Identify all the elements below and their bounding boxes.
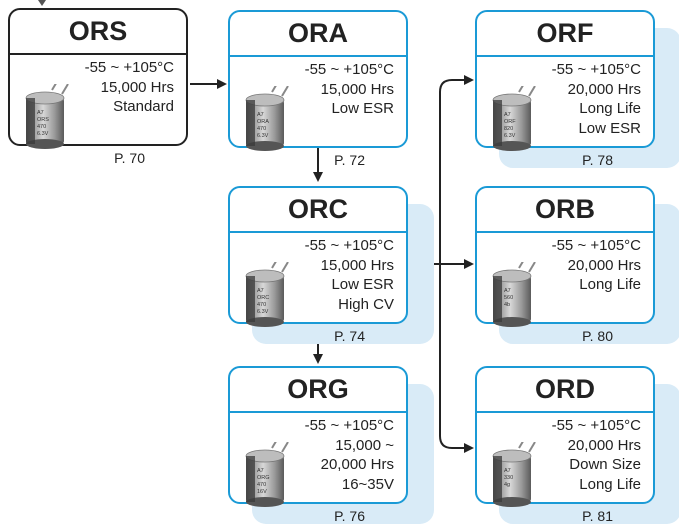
- series-title: ORD: [477, 368, 653, 413]
- capacitor-marking: 330: [504, 475, 513, 481]
- spec-line: 15,000 Hrs: [320, 256, 394, 274]
- temperature-range: -55 ~ +105°C: [551, 237, 641, 254]
- capacitor-marking: ORA: [257, 119, 269, 125]
- spec-line: Low ESR: [331, 276, 394, 293]
- capacitor-marking: 470: [257, 302, 266, 308]
- temperature-range: -55 ~ +105°C: [551, 61, 641, 78]
- series-title: ORA: [230, 12, 406, 57]
- capacitor-marking: A7: [504, 468, 511, 474]
- series-title: ORB: [477, 188, 653, 233]
- spec-line: Long Life: [579, 100, 641, 117]
- temperature-range: -55 ~ +105°C: [304, 417, 394, 434]
- capacitor-marking: 4g: [504, 482, 510, 488]
- page-reference[interactable]: P. 72: [334, 152, 365, 168]
- capacitor-marking: 6.3V: [257, 309, 269, 315]
- page-reference[interactable]: P. 78: [582, 152, 613, 168]
- capacitor-marking: A7: [257, 288, 264, 294]
- spec-line: 15,000 Hrs: [100, 78, 174, 96]
- capacitor-marking: A7: [257, 112, 264, 118]
- spec-line: Standard: [113, 98, 174, 115]
- page-reference[interactable]: P. 70: [114, 150, 145, 166]
- capacitor-marking: 6.3V: [37, 131, 49, 137]
- capacitor-marking: 470: [257, 482, 266, 488]
- series-title: ORC: [230, 188, 406, 233]
- capacitor-marking: A7: [37, 110, 44, 116]
- page-reference[interactable]: P. 74: [334, 328, 365, 344]
- capacitor-marking: ORS: [37, 117, 49, 123]
- capacitor-marking: ORG: [257, 475, 270, 481]
- series-title: ORS: [10, 10, 186, 55]
- page-reference[interactable]: P. 76: [334, 508, 365, 524]
- temperature-range: -55 ~ +105°C: [84, 59, 174, 76]
- spec-line: Low ESR: [578, 119, 641, 137]
- temperature-range: -55 ~ +105°C: [304, 61, 394, 78]
- spec-line: 15,000 Hrs: [320, 80, 394, 98]
- spec-line: Long Life: [579, 475, 641, 493]
- series-title: ORF: [477, 12, 653, 57]
- capacitor-marking: 470: [257, 126, 266, 132]
- temperature-range: -55 ~ +105°C: [551, 417, 641, 434]
- spec-line: Long Life: [579, 276, 641, 293]
- spec-line: 20,000 Hrs: [320, 456, 394, 473]
- capacitor-marking: A7: [504, 288, 511, 294]
- capacitor-marking: 16V: [257, 489, 267, 495]
- capacitor-marking: 6.3V: [504, 133, 516, 139]
- spec-line: Down Size: [569, 456, 641, 473]
- spec-line: Low ESR: [331, 100, 394, 117]
- capacitor-marking: ORF: [504, 119, 516, 125]
- spec-line: 20,000 Hrs: [567, 436, 641, 454]
- spec-line: 20,000 Hrs: [567, 256, 641, 274]
- capacitor-marking: 560: [504, 295, 513, 301]
- capacitor-marking: 820: [504, 126, 513, 132]
- capacitor-marking: A7: [504, 112, 511, 118]
- spec-line: 16~35V: [341, 475, 394, 493]
- capacitor-marking: 6.3V: [257, 133, 269, 139]
- capacitor-marking: A7: [257, 468, 264, 474]
- series-specs: -55 ~ +105°C 15,000 ~ 20,000 Hrs 16~35V: [284, 416, 394, 494]
- capacitor-marking: ORC: [257, 295, 269, 301]
- spec-line: 20,000 Hrs: [567, 80, 641, 98]
- page-reference[interactable]: P. 81: [582, 508, 613, 524]
- temperature-range: -55 ~ +105°C: [304, 237, 394, 254]
- series-title: ORG: [230, 368, 406, 413]
- spec-line: 15,000 ~: [335, 436, 394, 454]
- capacitor-marking: 4b: [504, 302, 510, 308]
- page-reference[interactable]: P. 80: [582, 328, 613, 344]
- spec-line: High CV: [338, 295, 394, 313]
- capacitor-marking: 470: [37, 124, 46, 130]
